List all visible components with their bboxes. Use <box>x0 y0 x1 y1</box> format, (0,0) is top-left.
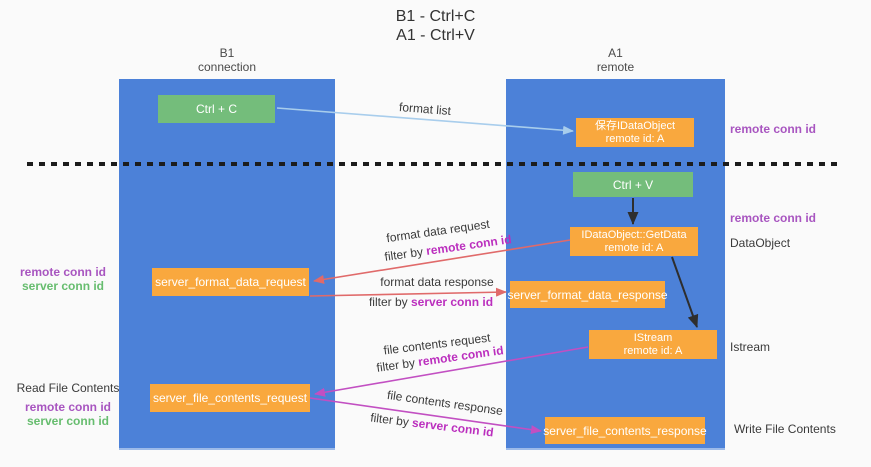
filter-by-highlight-4: server conn id <box>411 415 495 440</box>
filter-by-highlight-2: server conn id <box>411 295 494 309</box>
save-dataobject-line1: 保存IDataObject <box>594 119 676 132</box>
filter-by-prefix-3: filter by <box>375 355 416 375</box>
right-remote-conn-id-top: remote conn id <box>730 122 817 136</box>
right-remote-conn-id-mid: remote conn id <box>730 211 817 225</box>
ctrl-v-label: Ctrl + V <box>612 177 654 192</box>
server-file-contents-request-box: server_file_contents_request <box>150 384 310 412</box>
lifeline-header-b1: B1 connection <box>119 46 335 74</box>
ctrl-c-box: Ctrl + C <box>158 95 275 123</box>
title-line-1: B1 - Ctrl+C <box>395 8 476 25</box>
diagram-title: B1 - Ctrl+C A1 - Ctrl+V <box>0 7 871 45</box>
filter-by-prefix-2: filter by <box>368 295 408 309</box>
format-data-response-label: format data response <box>380 275 494 289</box>
server-file-contents-response-box: server_file_contents_response <box>543 417 707 444</box>
lifeline-b1-subtitle: connection <box>197 60 257 74</box>
right-dataobject-label: DataObject <box>730 236 791 250</box>
left-remote-conn-id-2: remote conn id <box>24 400 111 414</box>
read-file-contents-label: Read File Contents <box>16 381 120 395</box>
left-remote-conn-id-1: remote conn id <box>19 265 106 279</box>
server-format-data-response-label: server_format_data_response <box>507 287 668 302</box>
lifeline-b1-name: B1 <box>219 46 235 60</box>
filter-by-prefix-4: filter by <box>369 410 410 430</box>
format-data-response-filter-label: filter by server conn id <box>369 295 493 309</box>
server-format-data-request-box: server_format_data_request <box>152 268 309 296</box>
istream-line2: remote id: A <box>623 344 683 357</box>
format-list-label: format list <box>398 99 452 119</box>
lifeline-header-a1: A1 remote <box>506 46 725 74</box>
server-file-contents-request-label: server_file_contents_request <box>152 391 308 405</box>
ctrl-v-box: Ctrl + V <box>573 172 693 197</box>
save-dataobject-box: 保存IDataObject remote id: A <box>576 118 694 147</box>
lifeline-a1-subtitle: remote <box>596 60 635 74</box>
left-server-conn-id-2: server conn id <box>26 414 110 428</box>
istream-line1: IStream <box>633 331 673 344</box>
lifeline-a1-name: A1 <box>608 46 623 60</box>
getdata-box: IDataObject::GetData remote id: A <box>570 227 698 256</box>
server-format-data-response-box: server_format_data_response <box>507 281 668 308</box>
file-contents-response-filter-label: filter by server conn id <box>370 410 495 439</box>
save-dataobject-line2: remote id: A <box>605 132 665 145</box>
filter-by-prefix-1: filter by <box>383 244 424 264</box>
istream-box: IStream remote id: A <box>589 330 717 359</box>
server-format-data-request-label: server_format_data_request <box>155 275 306 289</box>
left-read-file-group: Read File Contents remote conn id server… <box>13 381 123 428</box>
getdata-line1: IDataObject::GetData <box>581 228 687 241</box>
title-line-2: A1 - Ctrl+V <box>396 27 475 44</box>
right-write-file-contents-label: Write File Contents <box>734 422 836 436</box>
left-server-conn-id-1: server conn id <box>21 279 105 293</box>
left-conn-id-group: remote conn id server conn id <box>8 265 118 293</box>
right-istream-label: Istream <box>730 340 771 354</box>
ctrl-c-label: Ctrl + C <box>195 102 237 116</box>
getdata-line2: remote id: A <box>604 241 664 254</box>
server-file-contents-response-label: server_file_contents_response <box>543 423 707 438</box>
